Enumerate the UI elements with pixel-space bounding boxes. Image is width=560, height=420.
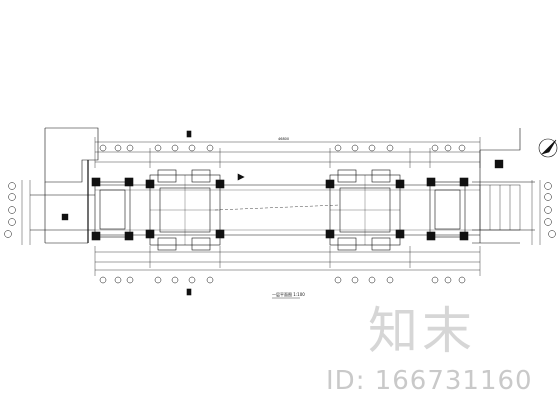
bottom-dimension-chain xyxy=(94,246,481,276)
top-dimension-chain xyxy=(94,137,481,168)
outer-walls xyxy=(30,127,535,244)
side-dimension-chains xyxy=(21,180,541,245)
grid-axis-bubbles-bottom xyxy=(99,276,466,284)
grid-axis-bubbles-top xyxy=(99,144,466,152)
corridor-lines xyxy=(95,184,480,236)
total-dimension-label: 46800 xyxy=(278,137,289,141)
pavilion-3 xyxy=(325,169,405,251)
pavilion-1 xyxy=(91,177,134,241)
grid-axis-bubbles-sides xyxy=(4,182,556,238)
watermark-id: ID: 166731160 xyxy=(326,366,533,396)
north-arrow-icon xyxy=(538,138,558,158)
pavilion-2 xyxy=(145,169,225,251)
drawing-caption: 一层平面图 1:100 xyxy=(272,291,305,297)
watermark-logo: 知末 xyxy=(368,302,476,360)
section-mark-icons xyxy=(186,130,245,296)
entry-marks xyxy=(61,159,521,231)
pavilion-4 xyxy=(426,177,469,241)
